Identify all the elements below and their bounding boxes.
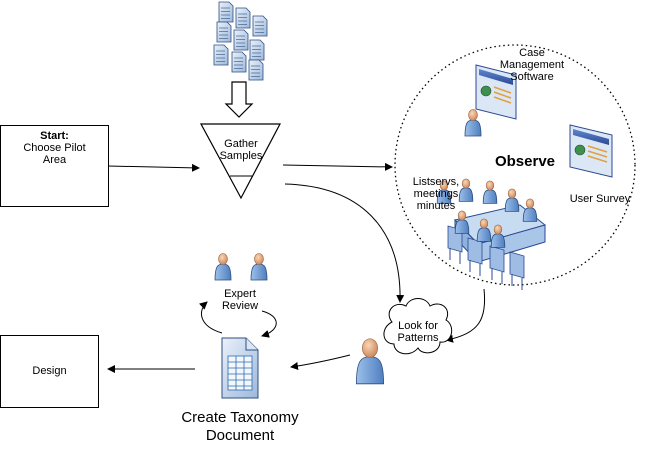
meeting-attendee-icon <box>476 218 492 242</box>
observe-title: Observe <box>494 153 556 170</box>
expert-reviewer-right-icon <box>250 253 268 281</box>
document-icon <box>248 59 264 81</box>
listservs-line1: Listservs, <box>412 176 460 188</box>
document-icon <box>252 15 268 37</box>
document-stack-icon <box>213 1 268 81</box>
person-at-computer-icon <box>464 109 482 137</box>
user-survey-label: User Survey <box>569 193 631 205</box>
taxonomy-line2: Document <box>205 427 275 444</box>
case-label-line2: Management <box>499 59 565 71</box>
document-icon <box>213 44 229 66</box>
arrow-funnel-to-patterns <box>284 183 405 303</box>
arrow-person-to-document <box>290 354 351 370</box>
gather-label-line2: Samples <box>219 150 263 162</box>
patterns-label: Look for Patterns <box>388 320 448 344</box>
document-icon <box>233 29 249 51</box>
meeting-attendee-icon <box>490 224 506 248</box>
spreadsheet-document-icon <box>221 337 259 399</box>
listservs-label: Listservs, meetings minutes <box>408 176 464 212</box>
review-loop-right-arrow <box>261 310 277 338</box>
start-title: Start: <box>40 130 69 142</box>
patterns-line1: Look for <box>398 320 438 332</box>
expert-review-line2: Review <box>221 300 259 312</box>
document-icon <box>235 7 251 29</box>
expert-reviewer-left-icon <box>214 253 232 281</box>
start-box: Start: Choose Pilot Area <box>0 125 109 207</box>
arrow-observe-to-patterns <box>445 288 486 343</box>
taxonomy-label: Create Taxonomy Document <box>160 409 320 445</box>
meeting-attendee-icon <box>458 178 474 202</box>
review-loop-left-arrow <box>199 301 223 334</box>
listservs-line3: minutes <box>416 200 456 212</box>
chair-icon <box>489 245 505 284</box>
meeting-attendee-icon <box>522 198 538 222</box>
start-line2: Area <box>42 154 67 166</box>
gather-samples-funnel <box>199 123 281 200</box>
document-icon <box>231 51 247 73</box>
meeting-attendee-icon <box>482 180 498 204</box>
arrow-funnel-to-observe <box>282 162 393 171</box>
hollow-down-arrow-icon <box>224 81 254 118</box>
design-box: Design <box>0 335 99 408</box>
start-line1: Choose Pilot <box>23 142 86 154</box>
arrow-start-to-funnel <box>107 163 200 172</box>
expert-review-line1: Expert <box>224 288 256 300</box>
gather-label-line1: Gather <box>224 138 258 150</box>
meeting-attendee-icon <box>454 210 470 234</box>
case-software-monitor-icon <box>475 64 517 120</box>
document-icon <box>218 1 234 23</box>
case-label-line1: Case <box>519 47 545 59</box>
document-icon <box>216 21 232 43</box>
patterns-line2: Patterns <box>397 332 439 344</box>
case-management-label: Case Management Software <box>497 47 567 83</box>
expert-review-label: Expert Review <box>210 288 270 312</box>
analyst-person-icon <box>355 338 385 385</box>
meeting-attendee-icon <box>504 188 520 212</box>
case-label-line3: Software <box>510 71 554 83</box>
gather-samples-label: Gather Samples <box>206 138 276 162</box>
document-icon <box>249 39 265 61</box>
patterns-cloud <box>383 298 453 355</box>
meeting-attendee-icon <box>436 180 452 204</box>
listservs-line2: meetings <box>413 188 459 200</box>
taxonomy-line1: Create Taxonomy <box>181 409 299 426</box>
user-survey-monitor-icon <box>569 124 613 178</box>
chair-icon <box>509 251 525 290</box>
chair-icon <box>467 237 483 276</box>
observe-circle <box>394 44 636 286</box>
design-label: Design <box>32 365 67 377</box>
